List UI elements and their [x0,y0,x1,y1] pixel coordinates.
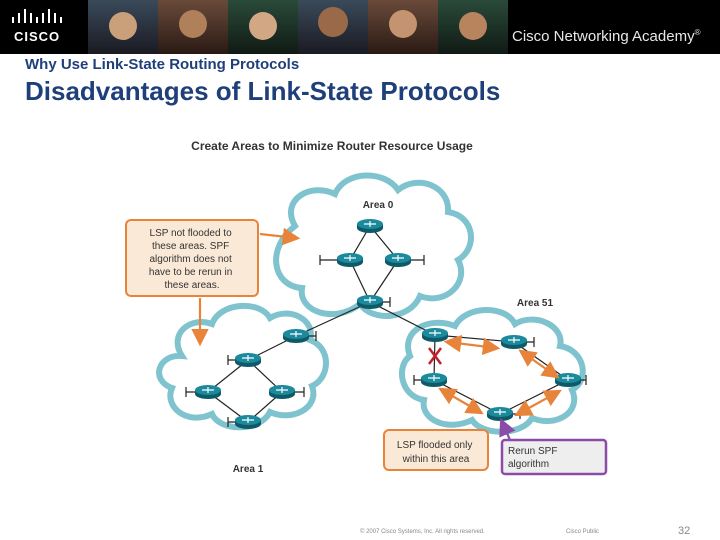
svg-text:LSP flooded only within: LSP flooded only within this area [397,440,475,465]
router-icon [420,373,448,387]
router-icon [421,328,449,342]
note-left-line: algorithm does not [149,254,231,265]
slide-subtitle: Why Use Link-State Routing Protocols [25,56,300,73]
router-icon [356,295,384,309]
svg-text:Rerun SPF algorithm: Rerun SPF algorithm [508,446,560,470]
note-left-line: LSP not flooded to [150,228,233,239]
cisco-bars-icon [12,9,62,23]
slide-title: Disadvantages of Link-State Protocols [25,76,501,106]
router-icon [336,253,364,267]
note-left-line: these areas. [164,280,219,291]
cisco-wordmark: CISCO [14,29,61,44]
note-left-line: these areas. SPF [152,241,229,252]
router-icon [486,407,514,421]
header-banner: CISCO Cisco Networking Academy® [0,0,720,54]
note-rerun-spf: Rerun SPF algorithm [500,438,608,476]
page-number: 32 [678,525,691,537]
router-icon [554,373,582,387]
router-icon [234,353,262,367]
lsp-flood-arrows [438,334,562,417]
note-left-arrows [191,227,301,347]
note-lsp-not-flooded: LSP not flooded to these areas. SPF algo… [125,219,259,297]
note-lsp-flooded-area: LSP flooded only within this area [383,429,489,471]
area-1-label: Area 1 [233,464,264,475]
area-0-cloud [273,172,474,319]
footer-copyright: © 2007 Cisco Systems, Inc. All rights re… [360,529,485,535]
cisco-logo: CISCO [10,9,70,45]
footer-classification: Cisco Public [566,529,600,535]
note-bottom-line: within this area [402,454,470,465]
router-icon [234,415,262,429]
note-purple-line: Rerun SPF [508,446,557,457]
area-diagram: Create Areas to Minimize Router Resource… [125,139,608,476]
area-51-label: Area 51 [517,298,554,309]
svg-text:LSP not flooded to these: LSP not flooded to these areas. SPF algo… [149,228,235,291]
router-icon [500,335,528,349]
note-left-line: have to be rerun in [149,267,232,278]
note-bottom-line: LSP flooded only [397,440,472,451]
router-icon [194,385,222,399]
note-purple-arrow [499,417,516,441]
router-icon [356,219,384,233]
router-icon [282,329,310,343]
area-0-label: Area 0 [363,200,394,211]
note-purple-line: algorithm [508,459,549,470]
link-failure-icon [428,347,442,365]
area-1-cloud [156,303,329,431]
header-photo-strip [88,0,508,54]
academy-brand: Cisco Networking Academy® [512,28,701,45]
diagram-heading: Create Areas to Minimize Router Resource… [191,139,473,153]
router-icon [384,253,412,267]
router-icon [268,385,296,399]
